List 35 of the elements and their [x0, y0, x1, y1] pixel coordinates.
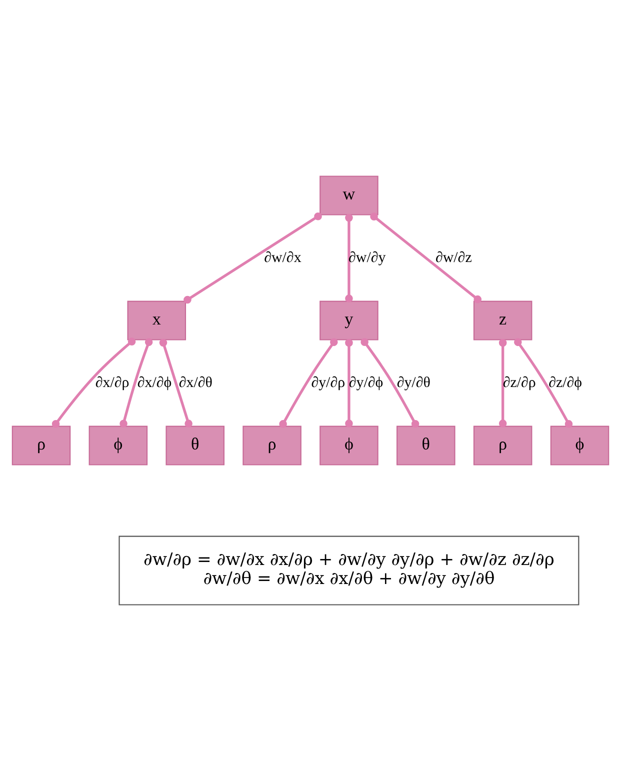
connector — [184, 212, 322, 304]
node-box: ϕ — [88, 425, 148, 465]
connector — [159, 338, 192, 427]
node-box: y — [320, 300, 378, 340]
node-box: ϕ — [550, 425, 610, 465]
node-box: ρ — [473, 425, 532, 465]
connector — [345, 338, 353, 427]
node-box: θ — [396, 425, 456, 465]
connector — [370, 212, 482, 303]
connector — [52, 337, 136, 428]
edge-label: ∂w/∂x — [264, 249, 302, 266]
connector — [345, 213, 353, 302]
edge-label: ∂x/∂ϕ — [137, 374, 172, 390]
connector — [498, 338, 507, 427]
edge-label: ∂w/∂z — [436, 249, 472, 266]
node-box: ρ — [12, 425, 71, 465]
edge-label: ∂z/∂ϕ — [548, 374, 582, 390]
edge-label: ∂y/∂ϕ — [348, 374, 384, 390]
connector — [279, 338, 338, 428]
node-box: θ — [166, 425, 224, 465]
node-box: ∂w/∂ρ = ∂w/∂x ∂x/∂ρ + ∂w/∂y ∂y/∂ρ + ∂w/∂z ∂z/∂ρ ∂w/∂θ = ∂w/∂x ∂x/∂θ + ∂w/∂y ∂y/∂θ — [118, 535, 580, 605]
edge-label: ∂w/∂y — [348, 249, 386, 266]
edge-label: ∂y/∂ρ — [311, 374, 346, 390]
connector — [360, 338, 420, 428]
node-box: w — [320, 175, 378, 215]
edge-label: ∂y/∂θ — [396, 374, 430, 390]
edge-label: ∂x/∂ρ — [95, 374, 130, 390]
node-box: x — [127, 300, 186, 340]
connector — [120, 338, 153, 427]
edge-label: ∂z/∂ρ — [502, 374, 536, 390]
node-box: ρ — [242, 425, 302, 465]
node-box: z — [473, 300, 532, 340]
node-box: ϕ — [320, 425, 378, 465]
connector — [514, 338, 573, 428]
edge-label: ∂x/∂θ — [178, 374, 212, 390]
